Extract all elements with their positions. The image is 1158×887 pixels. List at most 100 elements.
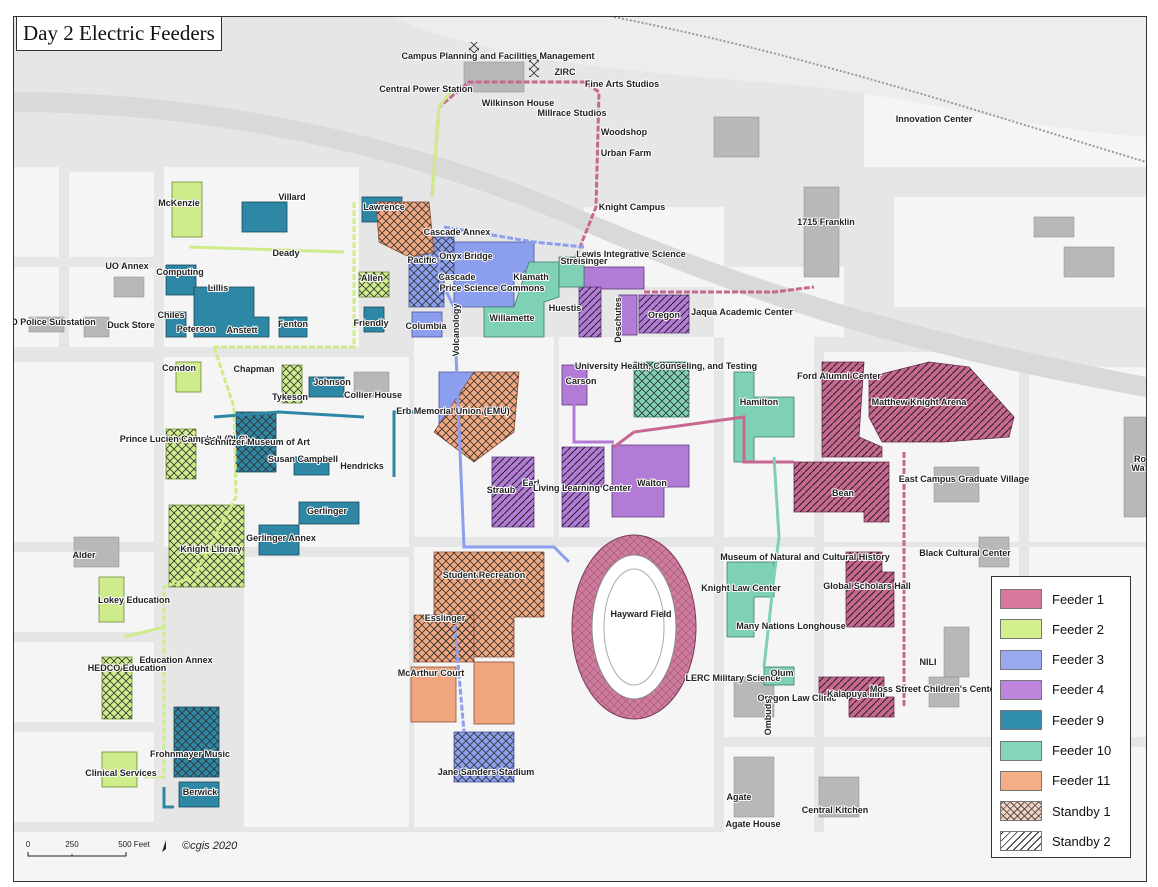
label-campus-planning: Campus Planning and Facilities Managemen… xyxy=(401,51,594,61)
label-deschutes: Deschutes xyxy=(613,297,623,343)
scale-tick-250: 250 xyxy=(65,840,79,849)
label-fine-arts: Fine Arts Studios xyxy=(585,79,659,89)
label-schnitzer: Schnitzer Museum of Art xyxy=(204,437,310,447)
legend-label: Feeder 10 xyxy=(1052,743,1112,758)
label-central-kitchen: Central Kitchen xyxy=(802,805,869,815)
label-oregon-law: Oregon Law Clinic xyxy=(757,693,836,703)
label-east-campus: East Campus Graduate Village xyxy=(899,474,1029,484)
legend-item: Feeder 9 xyxy=(1000,710,1104,731)
label-anstett: Anstett xyxy=(227,325,258,335)
label-gerlinger-annex: Gerlinger Annex xyxy=(246,533,316,543)
legend-item: Standby 1 xyxy=(1000,801,1111,822)
label-hayward: Hayward Field xyxy=(610,609,671,619)
label-walton: Walton xyxy=(637,478,667,488)
standby-2-overlay-b xyxy=(492,287,689,527)
label-susan: Susan Campbell xyxy=(268,454,338,464)
label-chapman: Chapman xyxy=(233,364,274,374)
north-arrow-icon xyxy=(162,840,166,852)
label-straub: Straub xyxy=(487,485,516,495)
label-allen: Allen xyxy=(361,273,383,283)
scale-tick-500: 500 Feet xyxy=(118,840,150,849)
label-alder: Alder xyxy=(72,550,96,560)
label-cascade: Cascade xyxy=(438,272,475,282)
label-central-power: Central Power Station xyxy=(379,84,473,94)
label-knight-law: Knight Law Center xyxy=(701,583,781,593)
label-lewis: Lewis Integrative Science xyxy=(576,249,686,259)
label-lillis: Lillis xyxy=(208,283,229,293)
label-clinical: Clinical Services xyxy=(85,768,157,778)
label-ombuds: Ombuds xyxy=(763,699,773,736)
legend-label: Feeder 2 xyxy=(1052,621,1105,637)
hayward-field[interactable] xyxy=(571,534,697,720)
scale-tick-0: 0 xyxy=(26,840,31,849)
legend-swatch xyxy=(1000,679,1042,700)
label-ford: Ford Alumni Center xyxy=(797,371,881,381)
label-knight-campus: Knight Campus xyxy=(599,202,666,212)
legend-item: Feeder 1 xyxy=(1000,589,1104,609)
legend-swatch xyxy=(1000,619,1042,640)
label-willamette: Willamette xyxy=(490,313,535,323)
label-black-cultural: Black Cultural Center xyxy=(919,548,1011,558)
label-onyx: Onyx Bridge xyxy=(439,251,493,261)
standby-2-overlay xyxy=(584,267,1014,717)
label-olum: Olum xyxy=(770,668,793,678)
label-deady: Deady xyxy=(272,248,299,258)
legend-item: Feeder 4 xyxy=(1000,679,1104,700)
legend-swatch xyxy=(1000,770,1042,791)
legend-swatch xyxy=(1000,710,1042,731)
label-matthew-knight: Matthew Knight Arena xyxy=(872,397,968,407)
label-hamilton: Hamilton xyxy=(740,397,779,407)
label-student-rec: Student Recreation xyxy=(443,570,526,580)
label-edge-ro: Ro xyxy=(1134,454,1146,464)
label-price: Price Science Commons xyxy=(439,283,544,293)
label-villard: Villard xyxy=(278,192,305,202)
label-global: Global Scholars Hall xyxy=(823,581,911,591)
label-mcarthur: McArthur Court xyxy=(398,668,465,678)
legend-item: Feeder 2 xyxy=(1000,619,1105,640)
label-edge-wa: Wa xyxy=(1131,463,1145,473)
label-earl: Earl xyxy=(522,478,539,488)
campus-map[interactable]: Campus Planning and Facilities Managemen… xyxy=(14,17,1146,881)
legend-swatch xyxy=(1000,740,1042,761)
legend-item: Feeder 10 xyxy=(1000,740,1112,761)
label-agate: Agate xyxy=(726,792,751,802)
legend-label: Standby 1 xyxy=(1052,803,1111,819)
label-oregon: Oregon xyxy=(648,310,680,320)
label-mckenzie: McKenzie xyxy=(158,198,200,208)
label-fenton: Fenton xyxy=(278,319,308,329)
label-many-nations: Many Nations Longhouse xyxy=(736,621,846,631)
label-hendricks: Hendricks xyxy=(340,461,384,471)
legend-item: Feeder 3 xyxy=(1000,649,1105,670)
standby-1-overlay-a xyxy=(102,272,389,719)
legend-item: Feeder 11 xyxy=(1000,770,1110,791)
label-jane-sanders: Jane Sanders Stadium xyxy=(438,767,535,777)
standby-1-overlay-e xyxy=(376,42,544,662)
label-bean: Bean xyxy=(832,488,854,498)
label-tykeson: Tykeson xyxy=(272,392,308,402)
label-franklin: 1715 Franklin xyxy=(797,217,855,227)
river-band xyxy=(394,17,1146,137)
label-innovation: Innovation Center xyxy=(896,114,973,124)
label-duck-store: Duck Store xyxy=(107,320,155,330)
label-cascade-annex: Cascade Annex xyxy=(424,227,491,237)
label-lokey: Lokey Education xyxy=(98,595,170,605)
railroad-corridor xyxy=(14,92,1146,397)
label-uo-annex: UO Annex xyxy=(105,261,148,271)
label-carson: Carson xyxy=(565,376,596,386)
label-volcanology: Volcanology xyxy=(451,304,461,357)
label-johnson: Johnson xyxy=(313,377,351,387)
label-collier: Collier House xyxy=(344,390,402,400)
standby-1-overlay-d xyxy=(634,362,689,417)
map-frame: Campus Planning and Facilities Managemen… xyxy=(13,16,1147,882)
legend-swatch xyxy=(1000,589,1042,609)
label-streisinger: Streisinger xyxy=(560,256,608,266)
legend: Feeder 1 Feeder 2 Feeder 3 Feeder 4 Feeder 9… xyxy=(991,576,1131,858)
legend-item: Standby 2 xyxy=(1000,831,1111,852)
legend-label: Feeder 1 xyxy=(1052,591,1105,607)
label-esslinger: Esslinger xyxy=(425,613,466,623)
label-gerlinger: Gerlinger xyxy=(307,506,348,516)
legend-label: Feeder 3 xyxy=(1052,652,1105,668)
label-kalapuya: Kalapuya Ilihi xyxy=(827,689,885,699)
building-labels: Campus Planning and Facilities Managemen… xyxy=(14,50,1146,830)
label-emu: Erb Memorial Union (EMU) xyxy=(396,406,510,416)
